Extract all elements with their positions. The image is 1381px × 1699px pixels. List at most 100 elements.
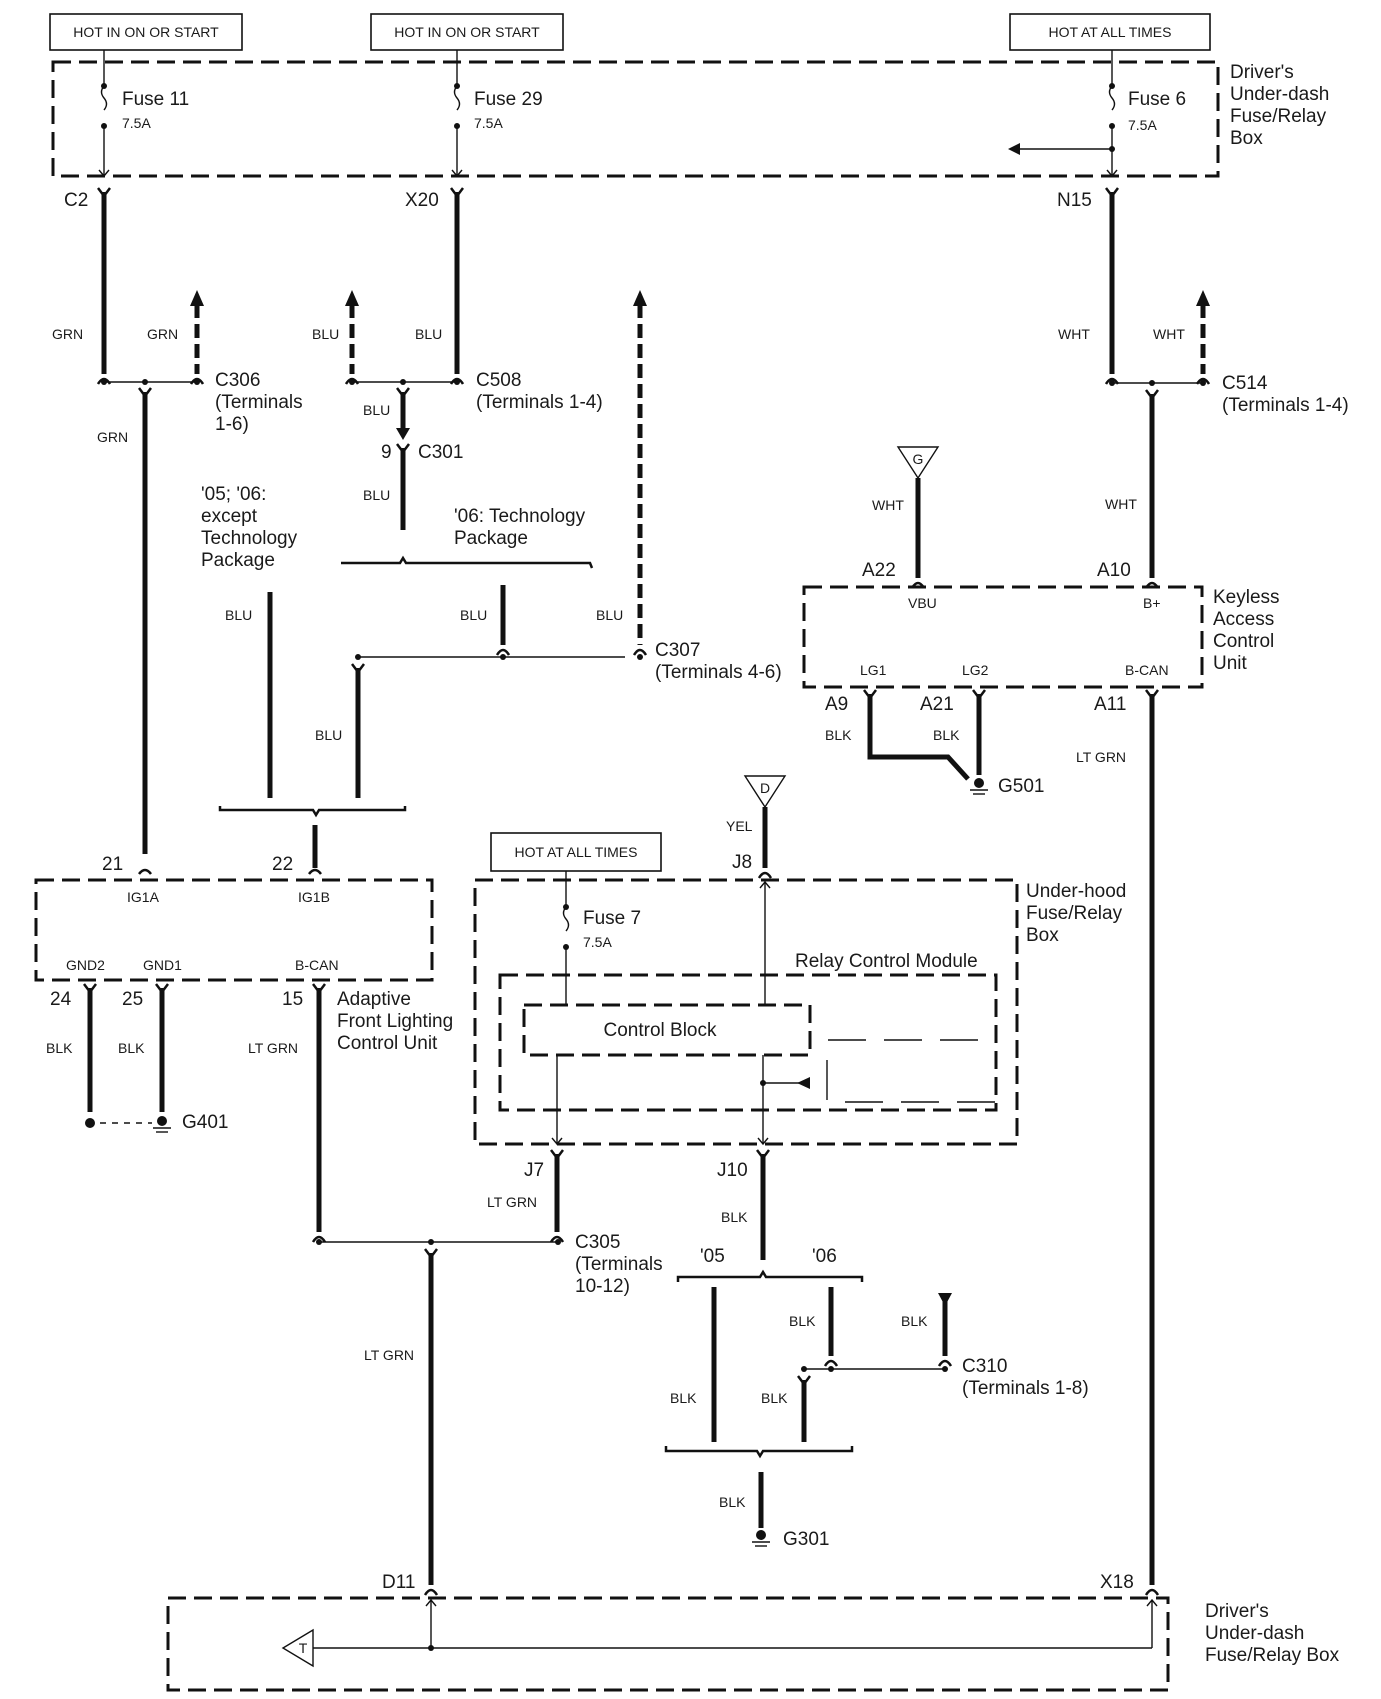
- svg-text:(Terminals: (Terminals: [215, 392, 303, 413]
- power-label-hot-on-start-1: HOT IN ON OR START: [49, 13, 243, 51]
- svg-text:WHT: WHT: [872, 497, 904, 513]
- svg-text:Fuse 7: Fuse 7: [583, 908, 641, 929]
- keyless-access-control-unit: [802, 585, 1204, 689]
- wire-ltgrn-afl: LT GRN LT GRN: [248, 983, 561, 1596]
- connector-c305: C305 (Terminals 10-12): [575, 1232, 663, 1297]
- svg-text:BLU: BLU: [315, 727, 342, 743]
- svg-text:LT GRN: LT GRN: [248, 1040, 298, 1056]
- svg-text:Control Unit: Control Unit: [337, 1033, 438, 1054]
- arrow-left-icon: [1008, 143, 1020, 155]
- svg-text:Unit: Unit: [1213, 653, 1248, 674]
- terminal-j10: J10: [717, 1160, 748, 1181]
- pin-lg2: LG2: [962, 662, 989, 678]
- afl-label: Adaptive Front Lighting Control Unit: [337, 989, 453, 1054]
- pin-ig1a: IG1A: [127, 889, 160, 905]
- svg-text:BLK: BLK: [825, 727, 852, 743]
- wire-wht: WHT WHT WHT: [1058, 187, 1211, 589]
- power-label-text: HOT IN ON OR START: [73, 24, 219, 40]
- variant-05-label: '05: [700, 1246, 725, 1267]
- bottom-internal-wiring: T: [281, 1598, 1158, 1668]
- svg-text:Fuse/Relay Box: Fuse/Relay Box: [1205, 1645, 1340, 1666]
- svg-text:9: 9: [381, 442, 392, 463]
- arrow-up-icon: [1196, 290, 1210, 306]
- pin-bcan-afl: B-CAN: [295, 957, 339, 973]
- connector-c306: C306 (Terminals 1-6): [215, 370, 303, 435]
- ground-icon: [974, 778, 984, 788]
- ground-g301: G301: [783, 1529, 829, 1550]
- svg-text:D: D: [760, 780, 770, 796]
- svg-text:T: T: [299, 1640, 308, 1656]
- svg-text:BLK: BLK: [721, 1209, 748, 1225]
- svg-text:BLK: BLK: [789, 1313, 816, 1329]
- driver-fuse-box-top-label: Driver's Under-dash Fuse/Relay Box: [1230, 62, 1329, 149]
- variant-brace: [341, 555, 594, 569]
- fuse-icon: [100, 85, 108, 111]
- fuse-6: Fuse 6 7.5A: [1008, 50, 1186, 178]
- svg-text:C305: C305: [575, 1232, 620, 1253]
- svg-text:C307: C307: [655, 640, 700, 661]
- svg-text:LT GRN: LT GRN: [1076, 749, 1126, 765]
- terminal-j7: J7: [524, 1160, 544, 1181]
- svg-text:(Terminals: (Terminals: [575, 1254, 663, 1275]
- terminal-a9: A9: [825, 694, 848, 715]
- power-label-text: HOT AT ALL TIMES: [515, 844, 638, 860]
- svg-text:BLK: BLK: [933, 727, 960, 743]
- svg-text:WHT: WHT: [1153, 326, 1185, 342]
- svg-text:Adaptive: Adaptive: [337, 989, 411, 1010]
- svg-text:BLK: BLK: [670, 1390, 697, 1406]
- terminal-a21: A21: [920, 694, 954, 715]
- svg-text:'05; '06:: '05; '06:: [201, 484, 266, 505]
- fuse-icon: [1108, 85, 1116, 111]
- wire-grn: GRN GRN GRN: [52, 187, 205, 854]
- variant-tech-label: '06: Technology Package: [454, 506, 586, 549]
- svg-text:Front Lighting: Front Lighting: [337, 1011, 453, 1032]
- svg-text:C514: C514: [1222, 373, 1268, 394]
- fuse-7: Fuse 7 7.5A: [562, 871, 641, 1005]
- svg-text:Technology: Technology: [201, 528, 298, 549]
- svg-text:BLU: BLU: [312, 326, 339, 342]
- wire-blu-variants: BLU BLU BLU BLU: [218, 290, 648, 868]
- wire-blk-g401: BLK BLK G401: [46, 983, 228, 1133]
- svg-text:'06: Technology: '06: Technology: [454, 506, 586, 527]
- terminal-15: 15: [282, 989, 303, 1010]
- svg-text:(Terminals 1-8): (Terminals 1-8): [962, 1378, 1089, 1399]
- svg-text:GRN: GRN: [52, 326, 83, 342]
- svg-text:7.5A: 7.5A: [122, 115, 151, 131]
- variant-06-label: '06: [812, 1246, 837, 1267]
- ground-g401: G401: [182, 1112, 228, 1133]
- relay-control-module: [498, 973, 998, 1112]
- terminal-21: 21: [102, 854, 123, 875]
- adaptive-front-lighting-control-unit: [34, 878, 434, 982]
- svg-text:BLK: BLK: [46, 1040, 73, 1056]
- arrow-up-icon: [190, 290, 204, 306]
- svg-text:Fuse 6: Fuse 6: [1128, 89, 1186, 110]
- ground-icon: [756, 1530, 766, 1540]
- arrow-up-icon: [633, 290, 647, 306]
- svg-text:LT GRN: LT GRN: [487, 1194, 537, 1210]
- terminal-a11: A11: [1094, 694, 1126, 715]
- svg-text:BLK: BLK: [761, 1390, 788, 1406]
- driver-fuse-box-bottom-label: Driver's Under-dash Fuse/Relay Box: [1205, 1601, 1340, 1666]
- pin-bcan-keyless: B-CAN: [1125, 662, 1169, 678]
- power-label-hot-all-times-2: HOT AT ALL TIMES: [490, 832, 662, 872]
- under-hood-fuse-box: [473, 878, 1019, 1146]
- terminal-x18: X18: [1100, 1572, 1134, 1593]
- svg-text:Box: Box: [1230, 128, 1263, 149]
- svg-text:1-6): 1-6): [215, 414, 249, 435]
- svg-text:WHT: WHT: [1058, 326, 1090, 342]
- svg-text:(Terminals 4-6): (Terminals 4-6): [655, 662, 782, 683]
- svg-text:Fuse 11: Fuse 11: [122, 89, 189, 110]
- svg-text:WHT: WHT: [1105, 496, 1137, 512]
- svg-text:10-12): 10-12): [575, 1276, 630, 1297]
- svg-text:BLU: BLU: [596, 607, 623, 623]
- ground-icon: [157, 1116, 167, 1126]
- terminal-a22: A22: [862, 560, 896, 581]
- control-block-label: Control Block: [604, 1020, 717, 1041]
- svg-text:(Terminals 1-4): (Terminals 1-4): [1222, 395, 1349, 416]
- svg-text:LT GRN: LT GRN: [364, 1347, 414, 1363]
- variant-except-tech-label: '05; '06: except Technology Package: [201, 484, 298, 571]
- terminal-d11: D11: [382, 1572, 415, 1593]
- ref-t: [281, 1628, 314, 1668]
- ref-g: G WHT: [872, 446, 940, 589]
- pin-ig1b: IG1B: [298, 889, 330, 905]
